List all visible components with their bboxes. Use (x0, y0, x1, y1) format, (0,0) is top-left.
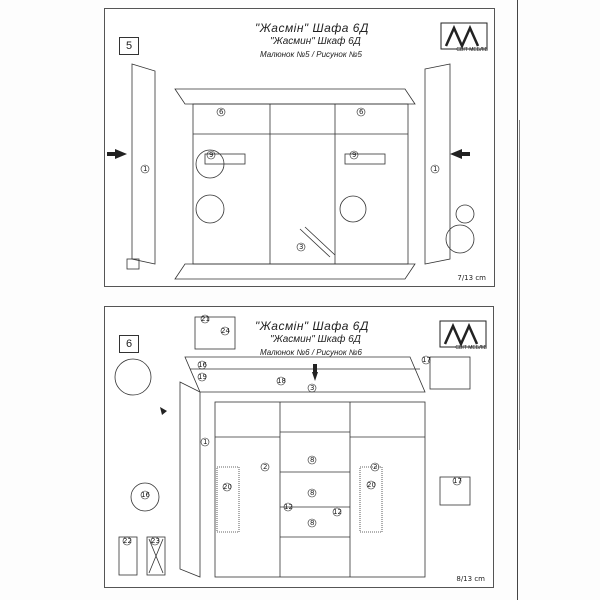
page-edge-line (517, 0, 518, 600)
svg-text:1: 1 (433, 165, 437, 173)
svg-text:18: 18 (277, 377, 286, 385)
svg-text:6: 6 (359, 108, 364, 116)
svg-text:3: 3 (299, 243, 303, 251)
svg-text:1: 1 (143, 165, 147, 173)
svg-text:24: 24 (221, 327, 230, 335)
step-number: 6 (119, 335, 139, 353)
brand-logo-icon (439, 320, 487, 348)
svg-text:22: 22 (123, 537, 132, 545)
svg-text:8: 8 (310, 489, 314, 497)
assembly-sheet-step-6: 6 "Жасмін" Шафа 6Д "Жасмин" Шкаф 6Д Малю… (104, 306, 494, 588)
svg-text:21: 21 (201, 315, 210, 323)
svg-text:1: 1 (203, 438, 207, 446)
svg-text:3: 3 (310, 384, 314, 392)
sheet-subtitle: "Жасмин" Шкаф 6Д (270, 36, 361, 47)
svg-text:9: 9 (352, 151, 356, 159)
part-callouts: 1 1 6 6 9 9 3 (140, 107, 440, 252)
assembly-sheet-step-5: 5 "Жасмін" Шафа 6Д "Жасмин" Шкаф 6Д Малю… (104, 8, 495, 287)
sheet-title: "Жасмін" Шафа 6Д (255, 319, 369, 333)
page-number: 8/13 cm (456, 575, 485, 583)
page-edge-line (519, 120, 520, 450)
part-callouts: 21 24 16 17 19 18 3 1 2 2 8 8 8 (122, 314, 462, 546)
svg-text:19: 19 (198, 373, 207, 381)
brand-name: СВІТ МЕБЛІВ (455, 345, 487, 351)
svg-text:20: 20 (223, 483, 232, 491)
cabinet-assembly-diagram: 1 1 6 6 9 9 3 (107, 63, 475, 280)
svg-text:16: 16 (141, 491, 150, 499)
brand-name: СВІТ МЕБЛІВ (456, 47, 488, 53)
svg-text:6: 6 (219, 108, 224, 116)
page-number: 7/13 cm (457, 274, 486, 282)
svg-text:8: 8 (310, 456, 314, 464)
svg-text:23: 23 (151, 537, 160, 545)
step-number: 5 (119, 37, 139, 55)
svg-text:2: 2 (373, 463, 377, 471)
svg-text:16: 16 (198, 361, 207, 369)
brand-logo-icon (440, 22, 488, 50)
svg-text:12: 12 (284, 503, 293, 511)
svg-text:2: 2 (263, 463, 267, 471)
svg-text:17: 17 (453, 477, 462, 485)
svg-text:12: 12 (333, 508, 342, 516)
svg-text:20: 20 (367, 481, 376, 489)
figure-caption: Малюнок №6 / Рисунок №6 (260, 348, 362, 357)
cabinet-assembly-diagram: 21 24 16 17 19 18 3 1 2 2 8 8 8 (114, 314, 471, 578)
svg-text:8: 8 (310, 519, 314, 527)
sheet-title: "Жасмін" Шафа 6Д (255, 21, 369, 35)
sheet-subtitle: "Жасмин" Шкаф 6Д (270, 334, 361, 345)
svg-text:9: 9 (209, 151, 213, 159)
svg-text:17: 17 (422, 356, 431, 364)
figure-caption: Малюнок №5 / Рисунок №5 (260, 50, 362, 59)
